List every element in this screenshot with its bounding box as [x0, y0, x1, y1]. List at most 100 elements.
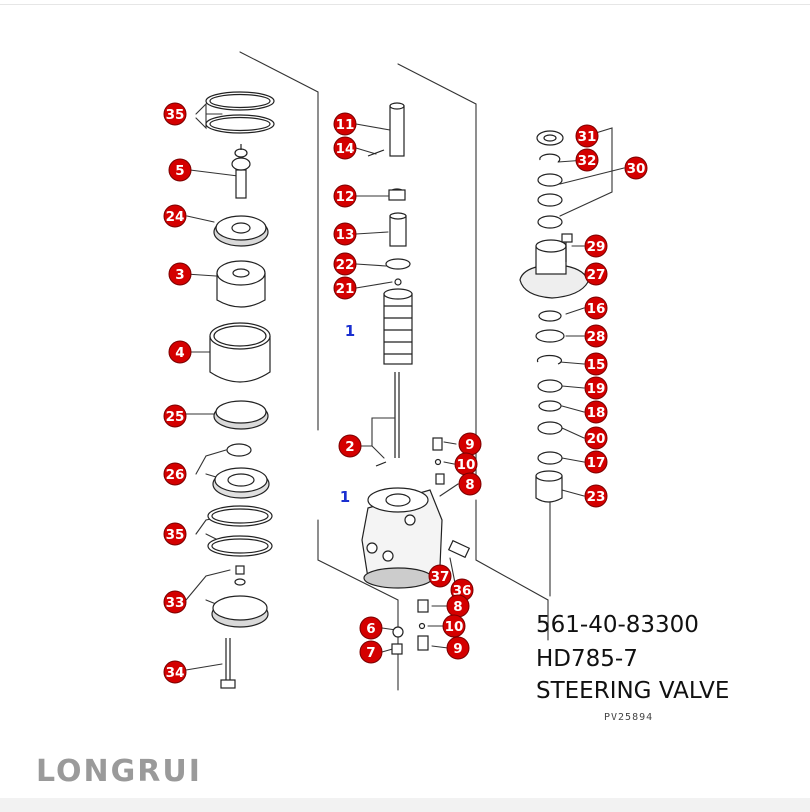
callout-5: 5 [168, 158, 192, 182]
callout-circle [168, 158, 192, 182]
caption-title: STEERING VALVE [536, 678, 730, 704]
assembly-label-1a: 1 [345, 322, 355, 340]
callout-21: 21 [333, 276, 357, 300]
callout-number: 5 [175, 163, 184, 179]
callout-circle [584, 450, 608, 474]
callout-circle [163, 522, 187, 546]
callout-number: 6 [366, 621, 375, 637]
callout-circle [163, 204, 187, 228]
callout-number: 12 [336, 189, 355, 205]
callout-number: 13 [336, 227, 355, 243]
callout-35a: 35 [163, 102, 187, 126]
callout-11: 11 [333, 112, 357, 136]
callout-32: 32 [575, 148, 599, 172]
callout-number: 9 [453, 641, 462, 657]
callout-number: 34 [166, 665, 185, 681]
callout-number: 14 [336, 141, 355, 157]
callout-number: 15 [587, 357, 606, 373]
callout-circle [359, 640, 383, 664]
callout-number: 28 [587, 329, 606, 345]
callout-19: 19 [584, 376, 608, 400]
callout-circle [168, 340, 192, 364]
callout-7: 7 [359, 640, 383, 664]
callout-number: 26 [166, 467, 185, 483]
callout-2: 2 [338, 434, 362, 458]
callout-number: 9 [465, 437, 474, 453]
drawing-code: PV25894 [604, 712, 654, 723]
callout-number: 22 [336, 257, 355, 273]
callout-number: 11 [336, 117, 355, 133]
callout-16: 16 [584, 296, 608, 320]
callout-circle [584, 426, 608, 450]
callout-circle [584, 234, 608, 258]
assembly-labels: 11 [340, 322, 355, 506]
callout-circle [163, 462, 187, 486]
callout-circle [163, 102, 187, 126]
callout-37: 37 [428, 564, 452, 588]
brand-logo: LONGRUI [36, 754, 202, 789]
callout-13: 13 [333, 222, 357, 246]
callout-31: 31 [575, 124, 599, 148]
callout-circle [428, 564, 452, 588]
part-drawings [205, 91, 589, 689]
callout-circle [163, 590, 187, 614]
callout-number: 24 [166, 209, 185, 225]
callout-circle [359, 616, 383, 640]
callout-27: 27 [584, 262, 608, 286]
callout-6: 6 [359, 616, 383, 640]
callout-circle [333, 276, 357, 300]
callout-circle [333, 222, 357, 246]
callout-20: 20 [584, 426, 608, 450]
callout-circle [575, 124, 599, 148]
callout-15: 15 [584, 352, 608, 376]
callout-22: 22 [333, 252, 357, 276]
callout-number: 18 [587, 405, 606, 421]
callout-number: 2 [345, 439, 354, 455]
callout-circle [333, 112, 357, 136]
footer-bar [0, 798, 810, 812]
callout-number: 3 [175, 267, 184, 283]
callout-circle [333, 252, 357, 276]
callout-10b: 10 [442, 614, 466, 638]
callout-34: 34 [163, 660, 187, 684]
callout-9a: 9 [458, 432, 482, 456]
callout-circle [458, 472, 482, 496]
callout-circle [333, 184, 357, 208]
callout-25: 25 [163, 404, 187, 428]
callout-circle [584, 376, 608, 400]
callout-8b: 8 [446, 594, 470, 618]
caption-part-number: 561-40-83300 [536, 612, 699, 638]
callout-12: 12 [333, 184, 357, 208]
callout-number: 30 [627, 161, 646, 177]
top-border [0, 4, 810, 5]
callout-number: 10 [457, 457, 476, 473]
callout-number: 25 [166, 409, 185, 425]
callout-number: 21 [336, 281, 355, 297]
callout-3: 3 [168, 262, 192, 286]
callout-number: 17 [587, 455, 606, 471]
callout-17: 17 [584, 450, 608, 474]
callout-circle [446, 636, 470, 660]
callout-35b: 35 [163, 522, 187, 546]
callout-circle [584, 324, 608, 348]
callout-number: 32 [578, 153, 597, 169]
callout-circle [163, 404, 187, 428]
callout-number: 31 [578, 129, 597, 145]
callout-30: 30 [624, 156, 648, 180]
callout-circle [584, 262, 608, 286]
callout-circle [584, 352, 608, 376]
callout-number: 19 [587, 381, 606, 397]
callout-number: 10 [445, 619, 464, 635]
leader-lines [185, 51, 625, 691]
callout-number: 8 [465, 477, 474, 493]
callout-number: 4 [175, 345, 184, 361]
callout-number: 35 [166, 107, 185, 123]
callout-number: 7 [366, 645, 375, 661]
callout-23: 23 [584, 484, 608, 508]
callout-circle [333, 136, 357, 160]
callout-10a: 10 [454, 452, 478, 476]
callout-circle [168, 262, 192, 286]
callout-number: 33 [166, 595, 185, 611]
